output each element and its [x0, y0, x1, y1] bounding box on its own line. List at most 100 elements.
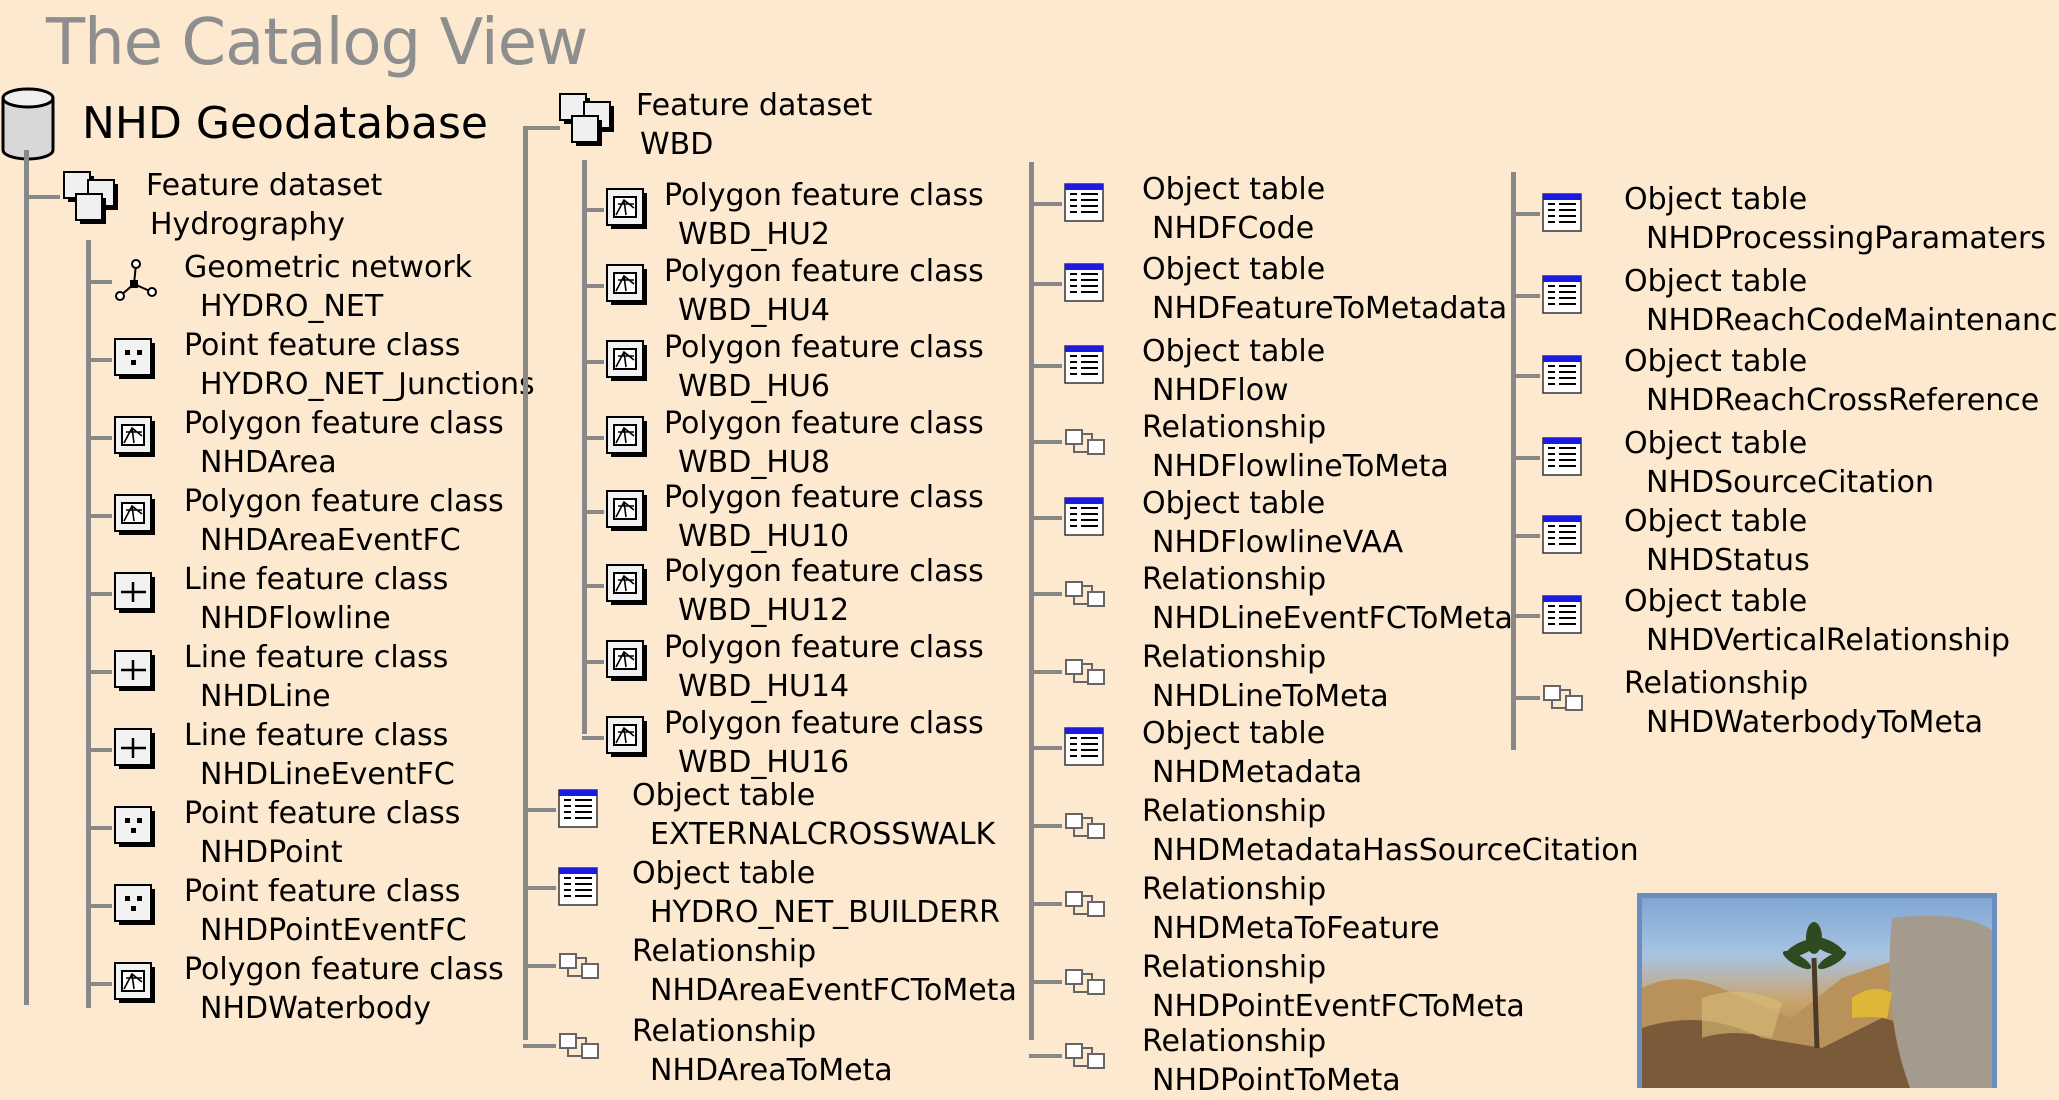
tree-connector [1029, 746, 1062, 750]
polygon-feature-class-icon [606, 264, 647, 305]
tree-connector [1029, 902, 1062, 906]
item-name: NHDFlowlineToMeta [1152, 449, 1449, 484]
tree-connector [1511, 212, 1540, 216]
item-name: NHDAreaEventFCToMeta [650, 973, 1017, 1008]
item-name: NHDArea [200, 445, 337, 480]
tree-connector [1029, 364, 1062, 368]
tree-connector [1029, 1054, 1062, 1058]
tree-connector [1511, 534, 1540, 538]
tree-connector [523, 964, 556, 968]
object-table-icon [558, 867, 598, 906]
object-table-icon [1064, 497, 1104, 536]
item-name: NHDLineToMeta [1152, 679, 1389, 714]
item-type: Point feature class [184, 796, 461, 831]
item-type: Relationship [1142, 1024, 1327, 1059]
item-name: NHDWaterbody [200, 991, 431, 1026]
item-type: Relationship [1142, 640, 1327, 675]
item-name: WBD_HU8 [678, 445, 830, 480]
item-type: Feature dataset [146, 168, 383, 203]
tree-connector [24, 195, 60, 199]
polygon-feature-class-icon [114, 416, 155, 457]
object-table-icon [1542, 193, 1582, 232]
item-name: NHDFCode [1152, 211, 1315, 246]
item-type: Point feature class [184, 874, 461, 909]
item-type: Polygon feature class [184, 952, 504, 987]
relationship-icon [1065, 969, 1105, 995]
item-type: Polygon feature class [664, 480, 984, 515]
geodatabase-label: NHD Geodatabase [82, 98, 488, 149]
tree-connector [1511, 294, 1540, 298]
tree-connector [1029, 440, 1062, 444]
tree-connector [1029, 592, 1062, 596]
tree-connector [523, 886, 556, 890]
relationship-icon [1543, 685, 1583, 711]
item-type: Polygon feature class [664, 330, 984, 365]
item-name: NHDReachCodeMaintenance [1646, 303, 2059, 338]
tree-connector [1511, 374, 1540, 378]
feature-dataset-icon [63, 171, 118, 224]
line-feature-class-icon [114, 572, 155, 613]
relationship-icon [1065, 813, 1105, 839]
item-type: Object table [1142, 172, 1326, 207]
relationship-icon [1065, 659, 1105, 685]
item-type: Polygon feature class [184, 484, 504, 519]
item-name: NHDLine [200, 679, 331, 714]
item-name: NHDFeatureToMetadata [1152, 291, 1508, 326]
tree-connector [86, 982, 112, 986]
item-type: Point feature class [184, 328, 461, 363]
polygon-feature-class-icon [606, 716, 647, 757]
line-feature-class-icon [114, 650, 155, 691]
tree-trunk-col2 [523, 126, 528, 1040]
object-table-icon [1542, 515, 1582, 554]
point-feature-class-icon [114, 806, 155, 847]
item-name: HYDRO_NET_BUILDERR [650, 895, 1001, 930]
polygon-feature-class-icon [606, 564, 647, 605]
item-name: NHDAreaToMeta [650, 1053, 893, 1088]
item-name: NHDProcessingParamaters [1646, 221, 2046, 256]
tree-connector [1511, 456, 1540, 460]
